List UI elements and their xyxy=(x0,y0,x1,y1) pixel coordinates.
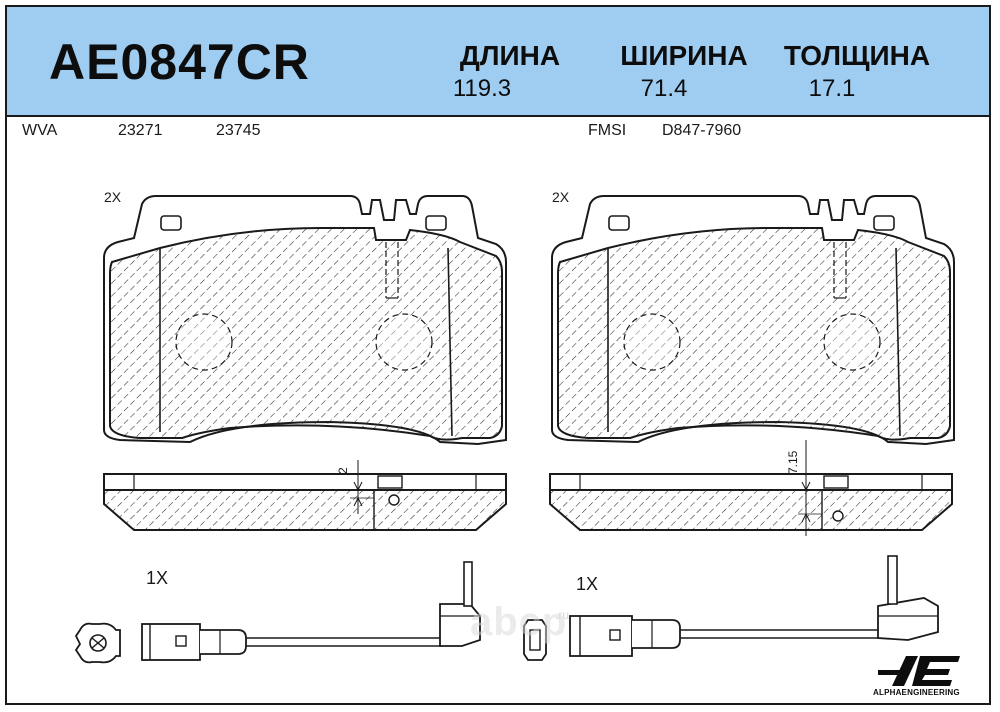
wva-number-2: 23745 xyxy=(216,122,261,139)
header-band: AE0847CR ДЛИНА 119.3 ШИРИНА 71.4 ТОЛЩИНА… xyxy=(7,7,989,117)
sensor-qty-left: 1X xyxy=(146,568,169,588)
thickness-label: ТОЛЩИНА xyxy=(783,40,931,71)
friction-material-right xyxy=(557,227,951,441)
sheet-border xyxy=(5,5,991,705)
brake-pad-left-side xyxy=(103,460,507,531)
wva-label: WVA xyxy=(22,122,58,139)
sensor-qty-right: 1X xyxy=(576,574,599,594)
watermark: abcp xyxy=(470,600,568,644)
wear-sensor-right xyxy=(523,555,939,661)
part-code: AE0847CR xyxy=(49,34,310,90)
thickness-value: 17.1 xyxy=(808,75,856,102)
wear-sensor-left xyxy=(74,561,481,664)
width-value: 71.4 xyxy=(640,75,688,102)
backing-plate-right xyxy=(551,195,955,446)
dimension-left: 2 xyxy=(336,467,350,474)
length-value: 119.3 xyxy=(452,75,512,102)
brake-pad-right-front xyxy=(551,195,955,446)
fmsi-number: D847-7960 xyxy=(662,122,742,139)
alphaengineering-logo xyxy=(878,656,960,686)
length-label: ДЛИНА xyxy=(459,40,561,71)
backing-plate-left xyxy=(103,195,507,446)
wva-number-1: 23271 xyxy=(118,122,163,139)
brake-pad-left-front xyxy=(103,195,507,446)
logo-name: ALPHAENGINEERING xyxy=(873,688,960,697)
dimension-right: 7.15 xyxy=(786,450,800,474)
brake-pad-right-side xyxy=(549,440,953,536)
watermark-suffix: .ru xyxy=(555,608,570,622)
pad-qty-right: 2X xyxy=(552,189,570,205)
friction-material-left xyxy=(109,227,503,441)
pad-qty-left: 2X xyxy=(104,189,122,205)
width-label: ШИРИНА xyxy=(620,40,748,71)
fmsi-label: FMSI xyxy=(588,122,627,139)
